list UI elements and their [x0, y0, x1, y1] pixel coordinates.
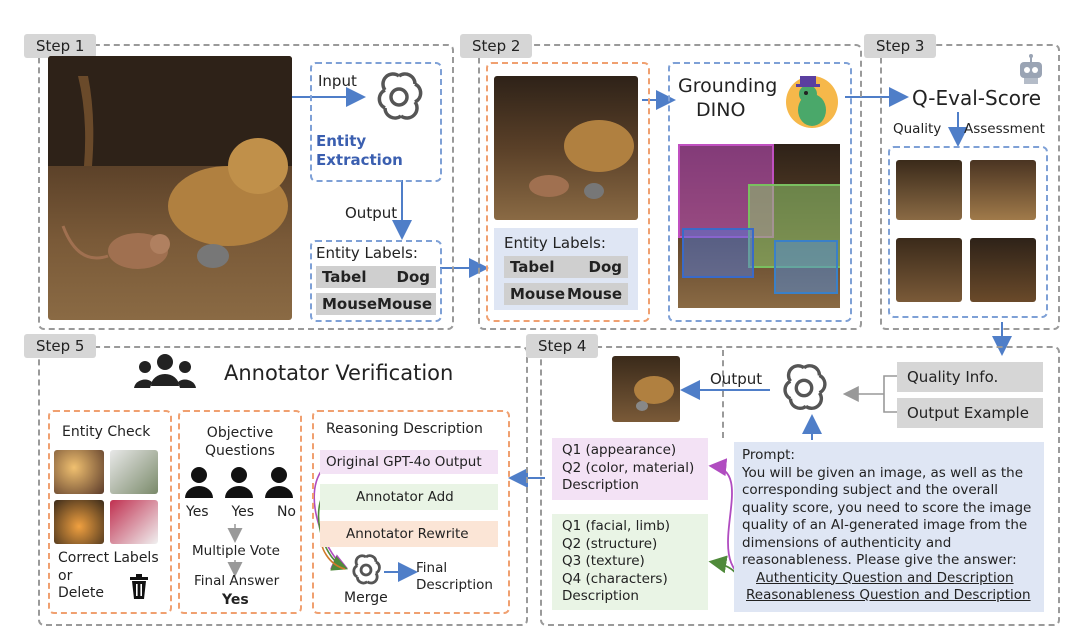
qeval-title: Q-Eval-Score	[912, 86, 1042, 110]
entity-extraction-box	[310, 62, 442, 182]
correct-labels-text: Correct Labels or Delete	[58, 550, 159, 601]
entity-thumb-3	[54, 500, 104, 544]
reasoning-title: Reasoning Description	[326, 421, 483, 437]
reasoning-description-box	[312, 410, 510, 614]
step2-tag: Step 2	[460, 34, 533, 58]
entity-check-title: Entity Check	[62, 424, 151, 440]
entity-labels-box-step1	[310, 240, 442, 322]
step4-output-label: Output	[710, 370, 763, 388]
quality-label: Quality	[893, 121, 942, 137]
quality-info-box: Quality Info.	[897, 362, 1043, 392]
vote-1: Yes	[186, 504, 209, 520]
vote-2: Yes	[231, 504, 255, 520]
openai-logo-icon	[370, 68, 428, 130]
qeval-thumb-3	[896, 238, 962, 302]
authenticity-link: Authenticity Question and Description	[756, 569, 1014, 586]
trash-icon	[128, 574, 150, 604]
vote-labels: Yes Yes No	[186, 504, 296, 520]
voters-row	[184, 466, 294, 498]
qeval-images-box	[888, 146, 1048, 318]
prompt-box: Prompt: You will be given an image, as w…	[734, 442, 1044, 612]
output-label: Output	[345, 204, 398, 222]
step5-tag: Step 5	[24, 334, 97, 358]
robot-icon	[1014, 52, 1048, 90]
bbox-mouse-1	[682, 228, 754, 278]
original-output-box: Original GPT-4o Output	[320, 450, 498, 474]
step4-tag: Step 4	[526, 334, 599, 358]
qeval-thumb-4	[970, 238, 1036, 302]
qeval-thumb-2	[970, 160, 1036, 220]
person-icon	[225, 467, 253, 498]
vote-3: No	[276, 504, 296, 520]
qeval-thumb-1	[896, 160, 962, 220]
output-example-box: Output Example	[897, 398, 1043, 428]
entity-extraction-label: Entity Extraction	[316, 132, 403, 169]
grounding-dino-title: Grounding DINO	[678, 75, 778, 121]
entity-thumb-2	[110, 450, 158, 494]
step2-panel	[478, 44, 862, 330]
dog-mouse-image	[48, 56, 292, 320]
people-group-icon	[132, 352, 198, 398]
final-answer-label: Final Answer	[194, 573, 280, 589]
authenticity-questions-box: Q1 (appearance) Q2 (color, material) Des…	[552, 438, 708, 500]
reasonableness-questions-box: Q1 (facial, limb) Q2 (structure) Q3 (tex…	[552, 514, 708, 610]
input-label: Input	[318, 72, 357, 90]
step4-openai-icon	[776, 360, 832, 420]
objective-questions-box	[178, 410, 302, 614]
merge-openai-icon	[348, 552, 384, 592]
entity-thumb-4	[110, 500, 158, 544]
grounding-dino-box	[668, 62, 852, 322]
objective-questions-title: Objective Questions	[205, 425, 275, 459]
annotator-rewrite-box: Annotator Rewrite	[320, 521, 498, 547]
step5-panel	[38, 346, 528, 626]
entity-labels-title: Entity Labels:	[316, 244, 418, 262]
assessment-label: Assessment	[964, 121, 1045, 137]
step4-panel	[540, 346, 1060, 626]
dinosaur-mascot-icon	[784, 70, 840, 136]
annotator-verification-title: Annotator Verification	[224, 361, 454, 385]
person-icon	[265, 467, 293, 498]
step4-output-image	[612, 356, 680, 422]
bbox-mouse-2	[774, 240, 838, 294]
step1-tag: Step 1	[24, 34, 97, 58]
bracket-connector	[846, 375, 897, 413]
detection-image	[678, 144, 840, 308]
step3-panel	[880, 44, 1060, 330]
step3-tag: Step 3	[864, 34, 937, 58]
merge-label: Merge	[344, 590, 388, 606]
person-icon	[185, 467, 213, 498]
final-description-label: Final Description	[416, 560, 493, 593]
entity-thumb-1	[54, 450, 104, 494]
step4-divider	[722, 350, 724, 438]
step2-left-box	[486, 62, 650, 322]
final-answer-value: Yes	[222, 592, 249, 608]
step1-panel	[38, 44, 454, 330]
step2-image	[494, 76, 638, 220]
multiple-vote-label: Multiple Vote	[192, 543, 280, 559]
step2-entity-labels-title: Entity Labels:	[504, 234, 606, 252]
entity-check-box	[48, 410, 172, 614]
reasonableness-link: Reasonableness Question and Description	[746, 587, 1031, 603]
annotator-add-box: Annotator Add	[320, 484, 498, 510]
